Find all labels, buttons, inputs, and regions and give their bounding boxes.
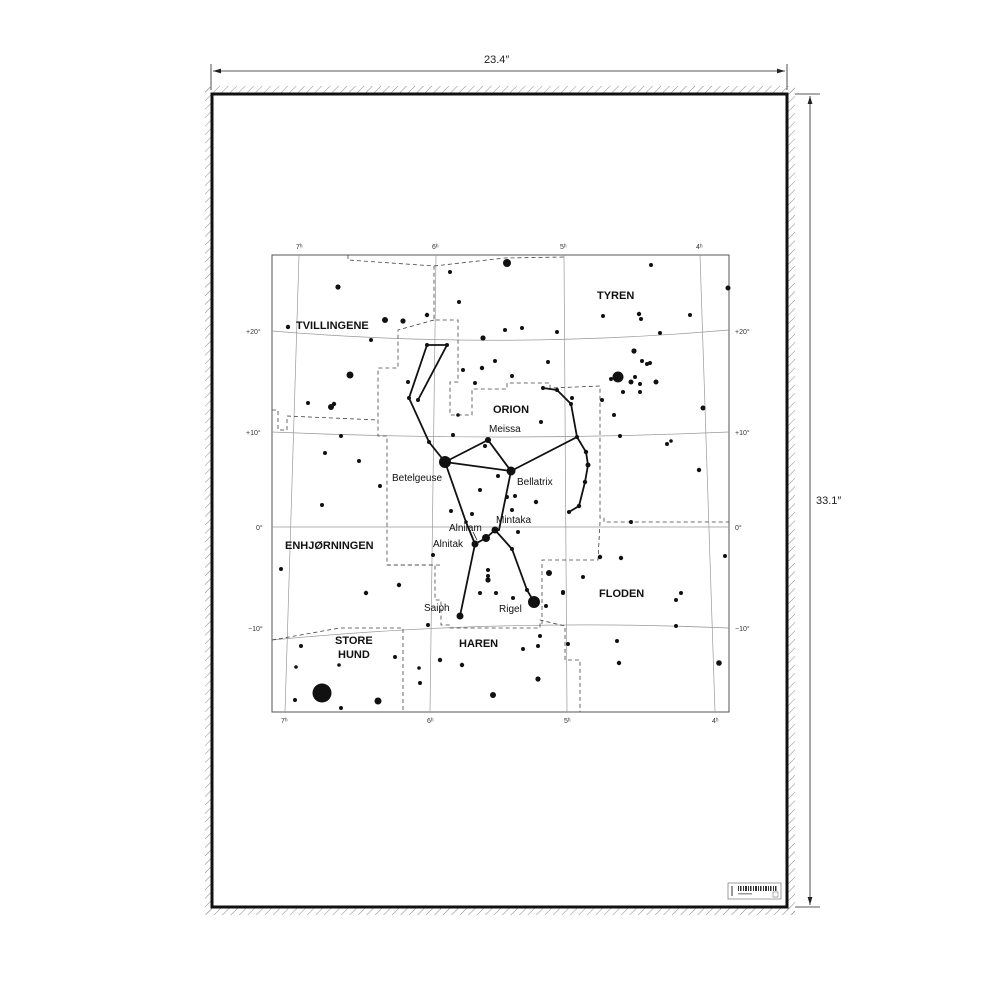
label-rigel: Rigel xyxy=(499,604,522,615)
dec-grid xyxy=(271,329,730,641)
constellation-boundaries xyxy=(271,255,729,712)
label-betelgeuse: Betelgeuse xyxy=(392,473,442,484)
svg-text:6ʰ: 6ʰ xyxy=(432,244,439,251)
barcode xyxy=(738,886,777,891)
poster-height-label: 33.1″ xyxy=(816,495,842,507)
label-enhjorningen: ENHJØRNINGEN xyxy=(285,540,374,552)
label-mintaka: Mintaka xyxy=(496,515,531,526)
star-names: Meissa Betelgeuse Bellatrix Mintaka Alni… xyxy=(392,424,553,615)
svg-text:−10°: −10° xyxy=(735,625,750,633)
width-dimension xyxy=(210,64,788,90)
label-saiph: Saiph xyxy=(424,603,450,614)
star-bellatrix xyxy=(506,466,516,476)
label-haren: HAREN xyxy=(459,638,498,650)
svg-text:+20°: +20° xyxy=(246,328,261,336)
label-bellatrix: Bellatrix xyxy=(517,477,553,488)
svg-text:0°: 0° xyxy=(735,524,742,532)
star-mintaka xyxy=(491,526,499,534)
svg-text:5ʰ: 5ʰ xyxy=(560,244,567,251)
star-meissa xyxy=(485,437,491,443)
ra-ticks-top: 7ʰ 6ʰ 5ʰ 4ʰ xyxy=(296,244,703,251)
label-hund: HUND xyxy=(338,649,370,661)
svg-text:+10°: +10° xyxy=(246,429,261,437)
label-store: STORE xyxy=(335,635,373,647)
ra-ticks-bottom: 7ʰ 6ʰ 5ʰ 4ʰ xyxy=(281,718,719,725)
svg-text:7ʰ: 7ʰ xyxy=(281,718,288,725)
svg-text:4ʰ: 4ʰ xyxy=(696,244,703,251)
star-betelgeuse xyxy=(439,456,451,468)
constellation-names: TVILLINGENE TYREN ORION ENHJØRNINGEN FLO… xyxy=(285,290,644,661)
svg-text:+20°: +20° xyxy=(735,328,750,336)
label-alnilam: Alnilam xyxy=(449,523,482,534)
chart-border xyxy=(271,254,730,713)
svg-text:+10°: +10° xyxy=(735,429,750,437)
label-orion: ORION xyxy=(493,404,529,416)
label-meissa: Meissa xyxy=(489,424,521,435)
star-rigel xyxy=(528,596,540,608)
poster-frame xyxy=(210,92,789,909)
label-alnitak: Alnitak xyxy=(433,539,464,550)
svg-text:−10°: −10° xyxy=(248,625,263,633)
wall-hatching xyxy=(205,86,795,915)
star-alnitak xyxy=(471,540,479,548)
label-tvillingene: TVILLINGENE xyxy=(296,320,369,332)
dec-ticks-left: +20° +10° 0° −10° xyxy=(246,328,263,633)
label-tyren: TYREN xyxy=(597,290,634,302)
stars xyxy=(279,259,731,710)
ra-grid xyxy=(284,254,716,713)
svg-text:0°: 0° xyxy=(256,524,263,532)
svg-text:4ʰ: 4ʰ xyxy=(712,718,719,725)
poster-width-label: 23.4″ xyxy=(484,54,510,66)
svg-text:6ʰ: 6ʰ xyxy=(427,718,434,725)
svg-text:5ʰ: 5ʰ xyxy=(564,718,571,725)
star-aldebaran xyxy=(612,371,624,383)
height-dimension xyxy=(795,93,820,908)
svg-text:7ʰ: 7ʰ xyxy=(296,244,303,251)
product-label-sticker xyxy=(727,882,782,900)
star-saiph xyxy=(456,612,464,620)
label-floden: FLODEN xyxy=(599,588,644,600)
star-sirius xyxy=(312,683,332,703)
orion-figure xyxy=(408,344,589,617)
dec-ticks-right: +20° +10° 0° −10° xyxy=(735,328,750,633)
star-alnilam xyxy=(482,534,490,542)
